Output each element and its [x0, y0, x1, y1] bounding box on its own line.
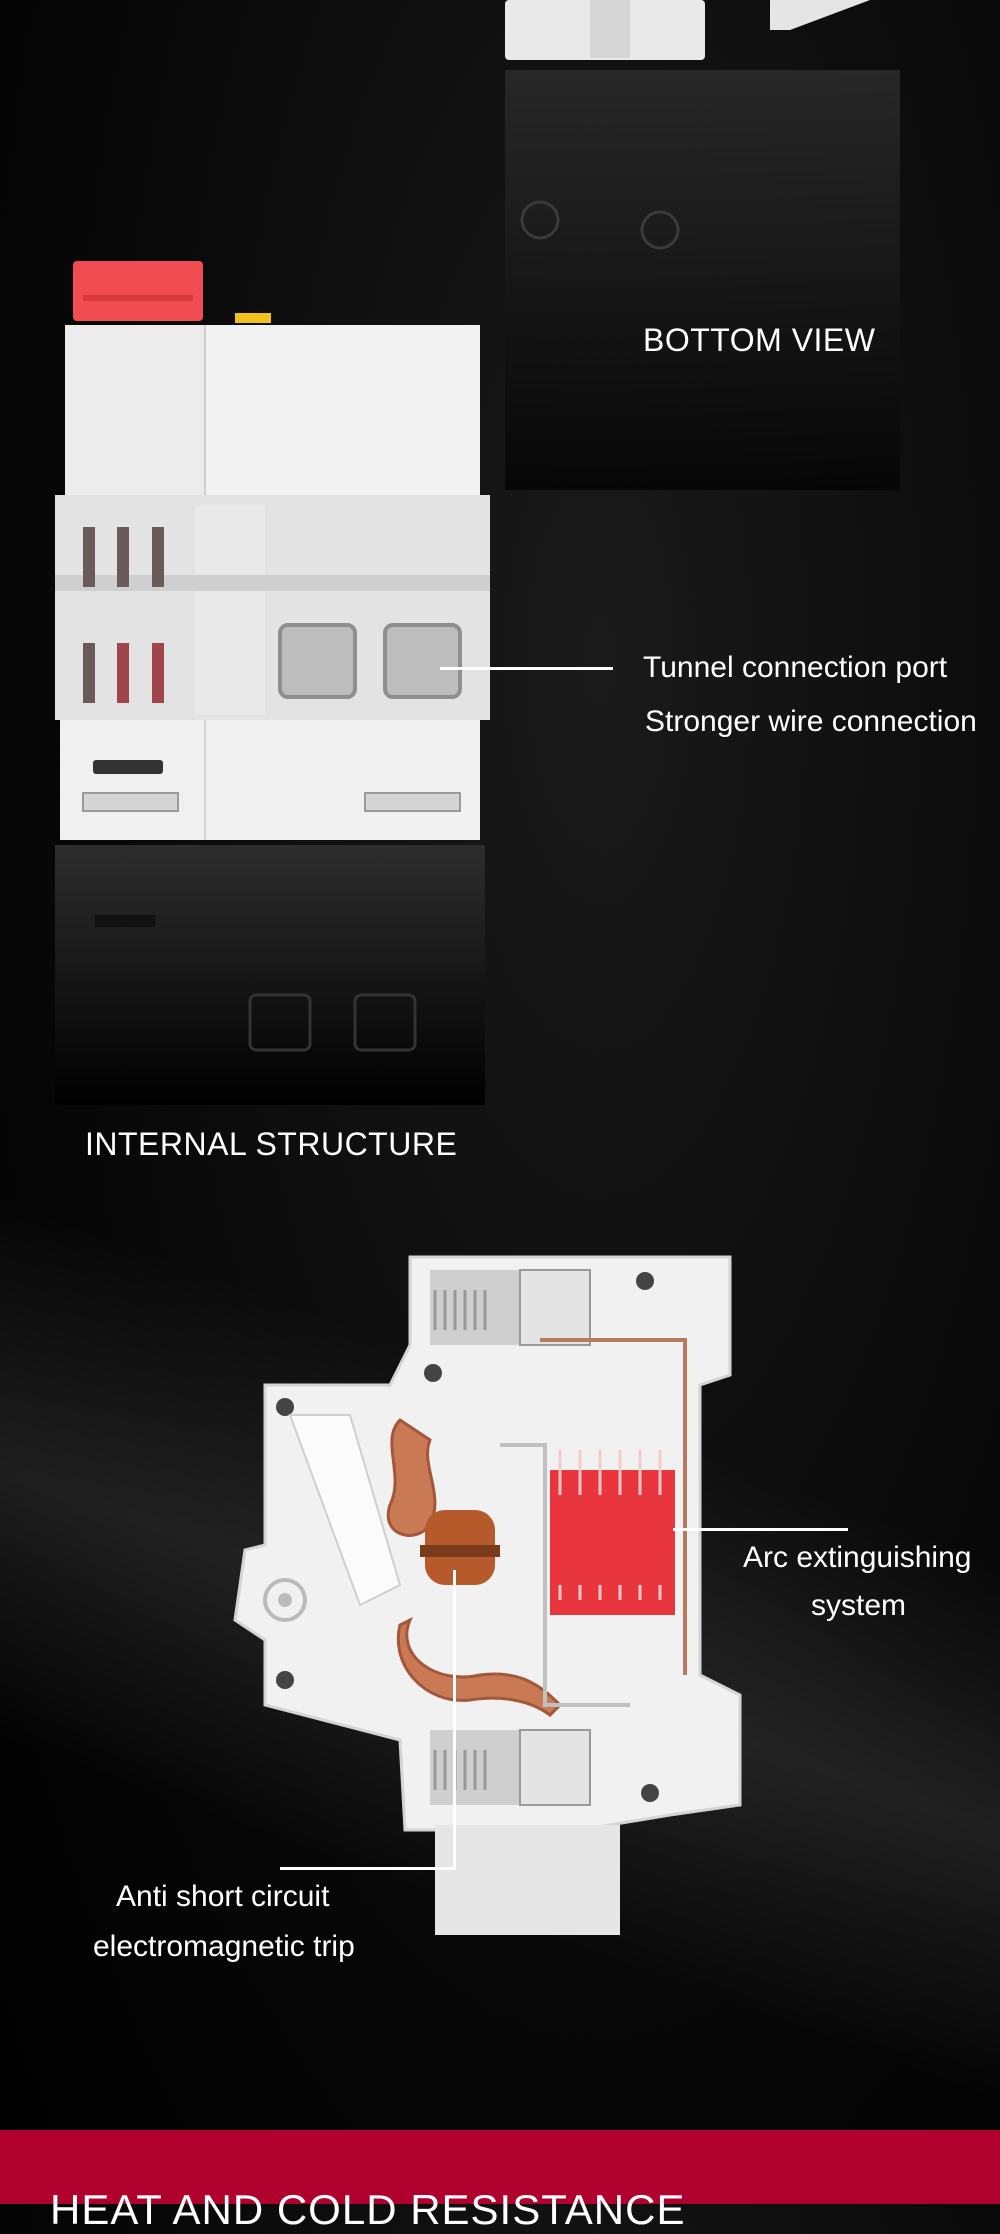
trip-callout-line — [280, 1867, 456, 1870]
bottom-view-product-image — [55, 261, 490, 840]
arc-system-label: system — [811, 1589, 907, 1622]
wire-connection-label: Stronger wire connection — [645, 705, 977, 738]
top-product-reflection — [505, 70, 900, 490]
internal-structure-image — [233, 1255, 742, 1935]
bottom-view-title: BOTTOM VIEW — [643, 322, 876, 358]
arc-callout-line — [673, 1528, 848, 1531]
terminal-port-2 — [383, 623, 462, 699]
red-toggle — [73, 261, 203, 321]
anti-short-circuit-label: Anti short circuit — [116, 1880, 330, 1913]
bottom-view-reflection — [55, 845, 485, 1105]
tunnel-callout-line — [440, 667, 613, 670]
terminal-port-1 — [278, 623, 357, 699]
internal-structure-title: INTERNAL STRUCTURE — [85, 1126, 458, 1162]
next-section-band: HEAT AND COLD RESISTANCE — [0, 2130, 1000, 2233]
heat-cold-title: HEAT AND COLD RESISTANCE — [50, 2186, 686, 2233]
trip-callout-vertical-line — [453, 1570, 456, 1870]
electromagnetic-trip-label: electromagnetic trip — [93, 1930, 355, 1963]
top-product-partial-image — [505, 0, 870, 60]
arc-extinguishing-label: Arc extinguishing — [743, 1541, 972, 1574]
tunnel-port-label: Tunnel connection port — [643, 651, 948, 684]
arc-chute — [550, 1470, 675, 1615]
